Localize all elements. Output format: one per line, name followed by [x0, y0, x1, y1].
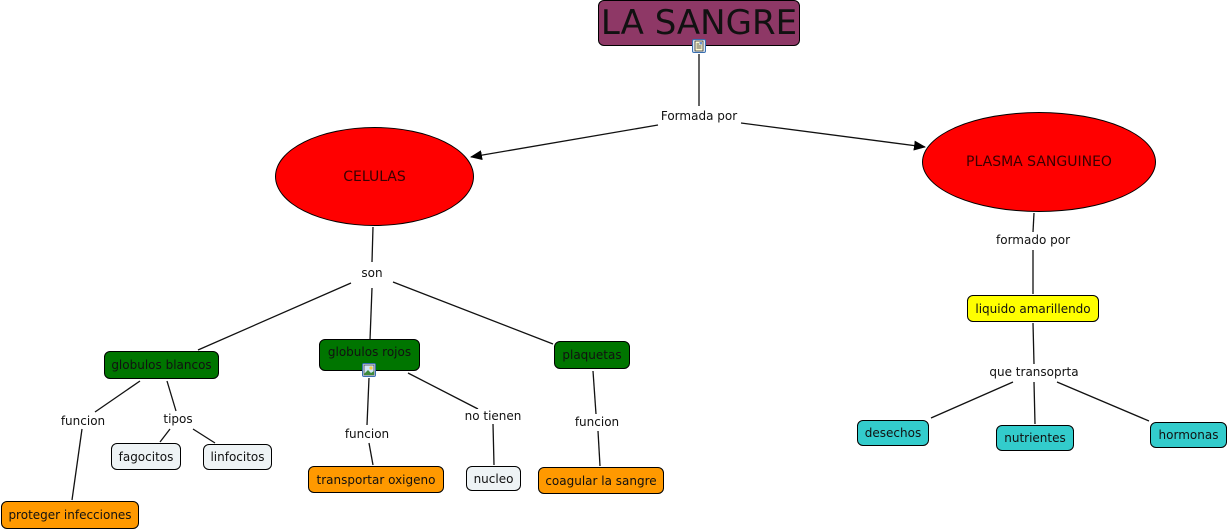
concept-nutrientes[interactable]: nutrientes	[996, 425, 1074, 451]
edge-plaquetas-funcion	[592, 370, 597, 415]
edge-formada-celulas	[470, 124, 659, 161]
edge-transoprta-desechos	[930, 381, 1014, 419]
concept-title[interactable]: LA SANGRE	[598, 0, 800, 46]
edge-blancos-tipos	[166, 380, 177, 412]
link-no-tienen[interactable]: no tienen	[462, 409, 524, 423]
edge-funcion-proteger	[71, 428, 83, 501]
edge-funcion-transportar	[368, 442, 374, 466]
concept-linfocitos[interactable]: linfocitos	[203, 444, 272, 470]
link-que-transoprta[interactable]: que transoprta	[987, 365, 1081, 379]
concept-celulas[interactable]: CELULAS	[275, 127, 474, 226]
edge-rojos-notienen	[407, 372, 479, 410]
link-funcion-rojos[interactable]: funcion	[342, 427, 392, 441]
concept-coagular-la-sangre[interactable]: coagular la sangre	[538, 467, 664, 494]
link-son[interactable]: son	[359, 266, 385, 280]
edge-rojos-funcion	[366, 377, 370, 426]
concept-fagocitos[interactable]: fagocitos	[111, 443, 181, 470]
edge-transoprta-nutrientes	[1033, 381, 1036, 425]
edge-notienen-nucleo	[492, 423, 495, 466]
concept-liquido-amarillendo[interactable]: liquido amarillendo	[967, 295, 1099, 322]
concept-proteger-infecciones[interactable]: proteger infecciones	[1, 501, 139, 529]
concept-transportar-oxigeno[interactable]: transportar oxigeno	[308, 466, 444, 493]
edge-celulas-son	[371, 226, 374, 263]
edge-son-plaquetas	[392, 281, 554, 345]
edge-son-rojos	[369, 287, 373, 341]
edge-tipos-linfocitos	[192, 428, 216, 444]
concept-nucleo[interactable]: nucleo	[466, 466, 521, 491]
concept-plaquetas[interactable]: plaquetas	[554, 341, 630, 369]
edge-funcion-coagular	[597, 430, 601, 467]
concept-plasma-sanguineo[interactable]: PLASMA SANGUINEO	[922, 112, 1156, 212]
edge-liquido-transoprta	[1032, 322, 1035, 365]
edge-plasma-formado	[1032, 212, 1035, 233]
document-icon[interactable]	[692, 39, 706, 53]
concept-globulos-blancos[interactable]: globulos blancos	[104, 351, 219, 379]
link-funcion-plaquetas[interactable]: funcion	[572, 415, 622, 429]
link-formada-por[interactable]: Formada por	[658, 109, 740, 123]
concept-hormonas[interactable]: hormonas	[1150, 422, 1227, 448]
link-tipos[interactable]: tipos	[161, 412, 195, 426]
link-formado-por[interactable]: formado por	[994, 233, 1072, 247]
edge-tipos-fagocitos	[159, 428, 171, 443]
link-funcion-blancos[interactable]: funcion	[58, 414, 108, 428]
edge-formada-plasma	[740, 122, 926, 151]
concept-desechos[interactable]: desechos	[857, 420, 929, 446]
edge-son-blancos	[197, 282, 352, 351]
edge-transoprta-hormonas	[1056, 381, 1150, 422]
edge-blancos-funcion	[94, 380, 141, 413]
image-icon[interactable]	[362, 363, 376, 377]
